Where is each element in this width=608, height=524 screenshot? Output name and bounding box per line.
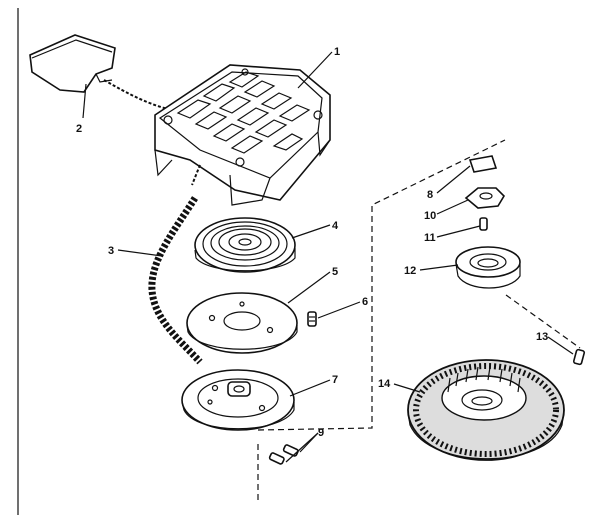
callout-14: 14 [378,378,391,390]
callout-6: 6 [362,296,368,308]
cam-screw [479,217,488,231]
cam-dog [464,187,506,209]
starter-rope [148,196,203,365]
cup-screw-dashed-line [505,294,581,349]
flywheel [407,359,565,461]
leader-lines [82,51,574,463]
callout-11: 11 [424,232,436,244]
callout-10: 10 [424,210,436,222]
callout-2: 2 [76,123,82,135]
callout-12: 12 [404,265,416,277]
callout-4: 4 [332,220,339,232]
callout-labels: 1 2 3 4 5 6 7 8 9 10 11 12 13 14 [76,46,548,439]
callout-3: 3 [108,245,114,257]
callout-1: 1 [334,46,340,58]
retainer-screw [307,311,317,327]
callout-8: 8 [427,189,433,201]
callout-5: 5 [332,266,338,278]
cover-tab [468,155,498,173]
recoil-spring [194,217,296,273]
starter-cup [455,246,521,289]
starter-pulley [181,369,295,431]
starter-handle [29,34,173,111]
pulley-screws [268,444,299,465]
assembly-bracket [257,139,506,500]
starter-housing [154,64,331,206]
cup-screw [572,348,586,366]
spring-retainer-plate [186,292,298,354]
callout-7: 7 [332,374,338,386]
callout-9: 9 [318,427,324,439]
callout-13: 13 [536,331,548,343]
